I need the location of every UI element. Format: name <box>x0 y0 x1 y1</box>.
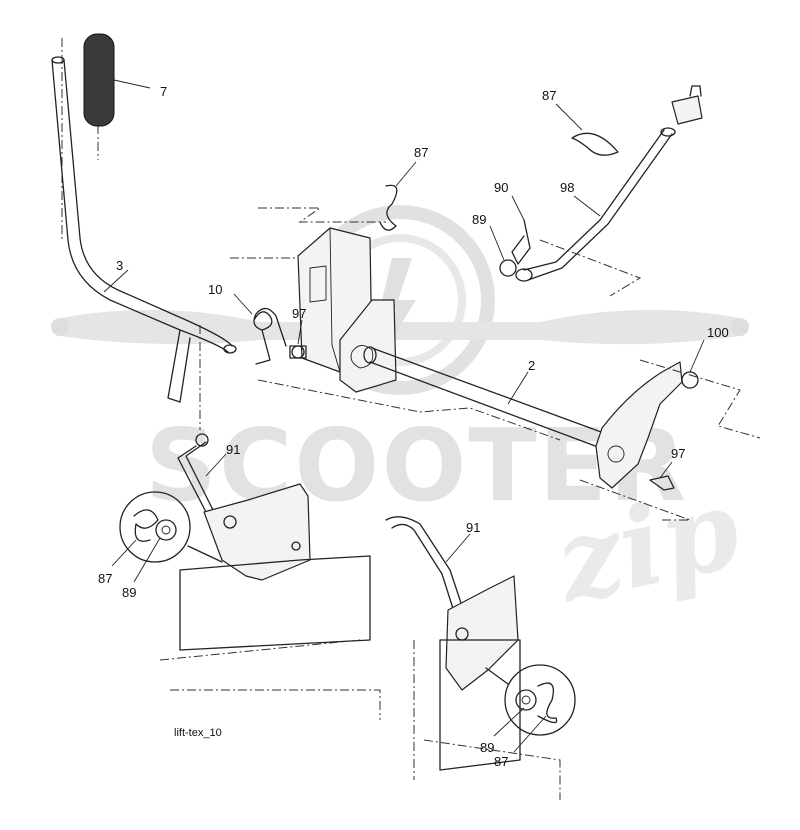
hair-pin-clip-top <box>571 132 619 156</box>
flat-washer <box>499 259 517 277</box>
deck-bracket-right <box>445 575 519 691</box>
callout-97-right: 97 <box>671 446 685 461</box>
lift-bracket <box>339 299 397 393</box>
lift-link-right <box>385 516 465 613</box>
callout-89-right: 89 <box>480 740 494 755</box>
callout-90: 90 <box>494 180 508 195</box>
callout-87-top: 87 <box>542 88 556 103</box>
handle-grip <box>83 33 115 127</box>
watermark-logo <box>51 205 749 395</box>
lift-link-assembly <box>379 85 703 297</box>
adjustment-knob <box>671 95 703 125</box>
torsion-spring <box>253 307 287 365</box>
hair-pin-clip-center <box>379 184 398 231</box>
lift-handle-assembly <box>51 33 237 403</box>
bolt <box>649 475 675 491</box>
lift-shaft <box>371 347 613 437</box>
callout-87-left: 87 <box>98 571 112 586</box>
hair-pin-clip-detail-right <box>537 682 558 724</box>
washer-detail-right <box>515 689 537 711</box>
watermark: SCOOTER zip <box>51 205 750 628</box>
detail-circle-left <box>119 491 223 563</box>
clevis-pin <box>511 219 531 265</box>
callout-97-center: 97 <box>292 306 306 321</box>
lift-arm-right <box>595 361 683 489</box>
callout-87-right: 87 <box>494 754 508 769</box>
left-linkage-assembly <box>159 433 381 720</box>
callout-91-left: 91 <box>226 442 240 457</box>
detail-circle-right <box>485 664 576 736</box>
hair-pin-clip-detail-left <box>133 509 159 542</box>
lift-handle-rod <box>51 59 229 353</box>
callout-89-top: 89 <box>472 212 486 227</box>
callout-3: 3 <box>116 258 123 273</box>
washer-detail-left <box>155 519 177 541</box>
callout-91-right: 91 <box>466 520 480 535</box>
hex-nut <box>681 371 699 389</box>
callout-7: 7 <box>160 84 167 99</box>
right-linkage-assembly <box>385 516 561 800</box>
callout-2: 2 <box>528 358 535 373</box>
callout-89-left: 89 <box>122 585 136 600</box>
callout-100: 100 <box>707 325 729 340</box>
center-bracket-assembly <box>199 207 397 430</box>
callout-98: 98 <box>560 180 574 195</box>
diagram-caption: lift-tex_10 <box>174 727 222 739</box>
callout-10: 10 <box>208 282 222 297</box>
callout-87-center: 87 <box>414 145 428 160</box>
callouts: 7 3 87 87 90 98 89 10 97 2 100 97 91 91 … <box>98 84 729 769</box>
callout-leaders <box>103 79 705 753</box>
lift-link-rod <box>523 129 665 271</box>
